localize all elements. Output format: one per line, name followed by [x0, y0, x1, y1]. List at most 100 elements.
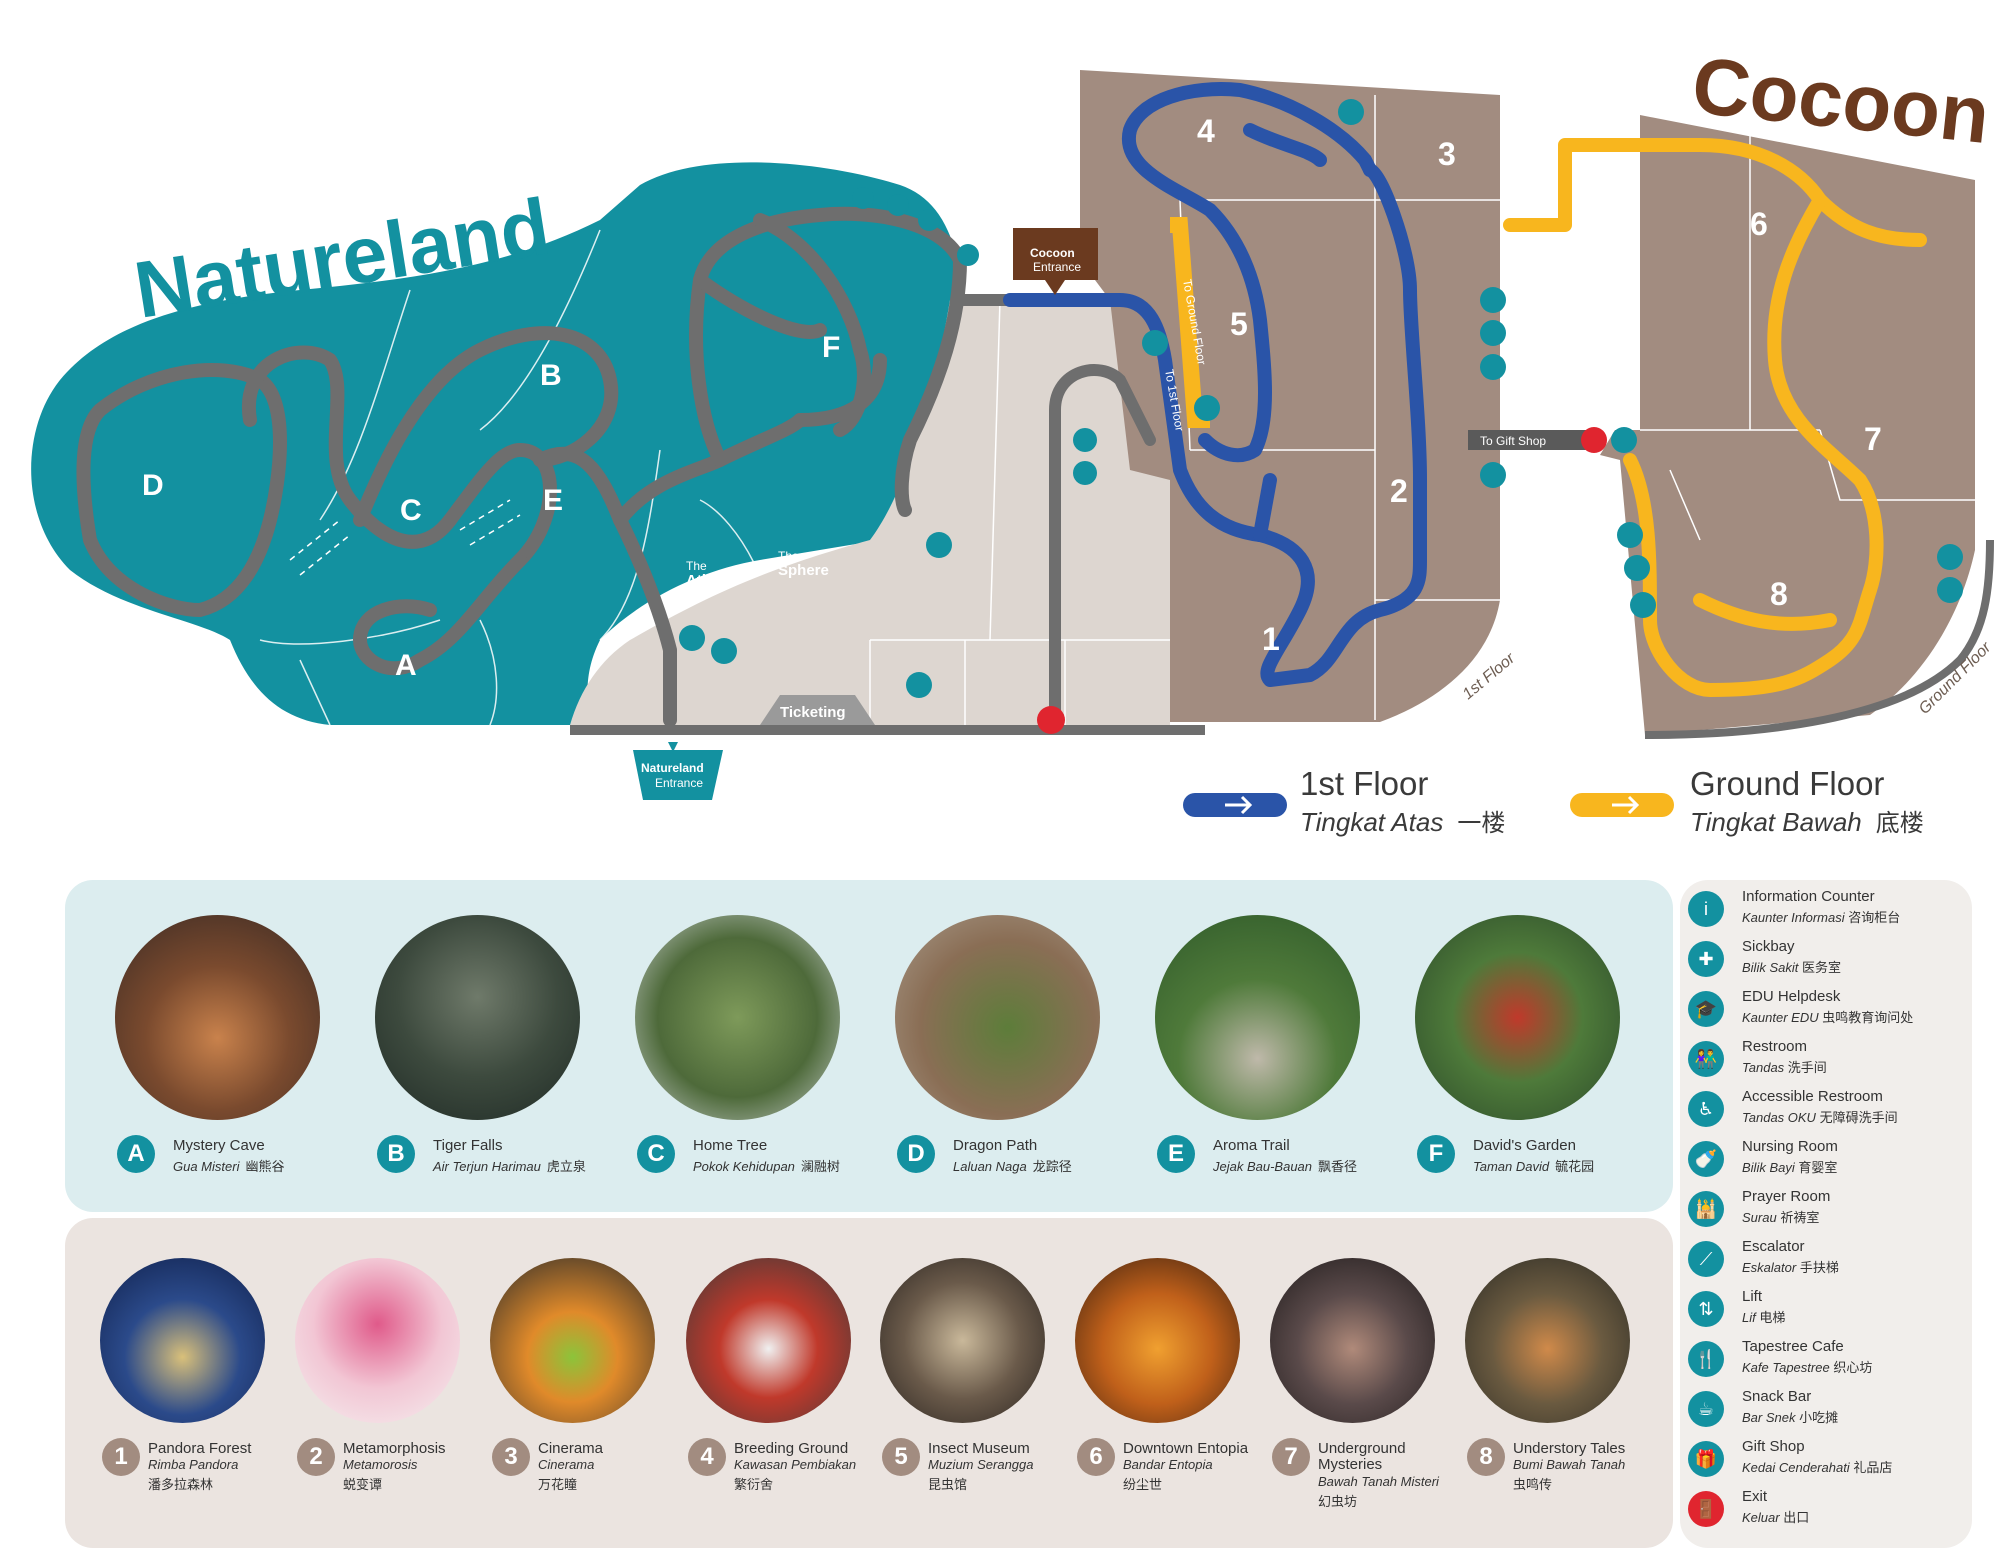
facilities-panel: [1680, 880, 1972, 1548]
lobby-center-corridor: [1049, 364, 1156, 731]
zone-label-2: 2: [1390, 473, 1408, 509]
attraction-cn: 纷尘世: [1123, 1477, 1163, 1492]
exit-icon: 🚪: [1688, 1491, 1724, 1527]
attraction-cn: 潘多拉森林: [148, 1477, 214, 1492]
facility-name: Lift: [1742, 1288, 1763, 1305]
cocoon-ground-dividers: [1640, 115, 1975, 541]
first-floor-legend-title: 1st Floor: [1300, 765, 1429, 802]
facility-malay: Keluar: [1742, 1510, 1780, 1525]
facility-cn: 医务室: [1801, 960, 1841, 975]
facility-malay-row: Tandas OKU 无障碍洗手间: [1742, 1107, 1898, 1126]
facility-exit: 🚪 Exit Keluar 出口: [1688, 1488, 1958, 1532]
facility-lift: ⇅ Lift Lif 电梯: [1688, 1288, 1958, 1332]
ground-floor-route: [1503, 138, 1927, 697]
facility-malay-row: Bar Snek 小吃摊: [1742, 1407, 1838, 1426]
attraction-badge: 3: [492, 1438, 530, 1476]
facility-malay-row: Kaunter Informasi 咨询柜台: [1742, 907, 1900, 926]
attraction-badge: 7: [1272, 1438, 1310, 1476]
facility-malay: Tandas OKU: [1742, 1110, 1816, 1125]
facility-malay-row: Keluar 出口: [1742, 1507, 1809, 1526]
first-floor-route: [1003, 82, 1427, 687]
davids-garden-photo: [1415, 915, 1620, 1120]
attraction-malay: Bawah Tanah Misteri: [1318, 1474, 1439, 1489]
ticketing-tab: [760, 695, 875, 725]
facility-name: Restroom: [1742, 1038, 1808, 1055]
ground-floor-swatch-arrow: [1612, 795, 1640, 815]
facility-cn: 织心坊: [1833, 1360, 1873, 1375]
attraction-name: Cinerama: [538, 1440, 604, 1457]
natureland-entrance-pin: [633, 750, 723, 800]
to-gift-shop-label: To Gift Shop: [1480, 434, 1546, 448]
attraction-malay: Air Terjun Harimau: [433, 1159, 541, 1174]
natureland-attractions-panel: [65, 880, 1673, 1212]
pandora-forest-photo: [100, 1258, 265, 1423]
facility-snack-bar: ☕ Snack Bar Bar Snek 小吃摊: [1688, 1388, 1958, 1432]
cocoon-entrance-line1: Cocoon: [1030, 246, 1075, 260]
attraction-malay: Bumi Bawah Tanah: [1513, 1457, 1626, 1472]
attraction-name-line2: Mysteries: [1318, 1456, 1383, 1473]
attraction-name: Aroma Trail: [1213, 1137, 1290, 1154]
facility-malay-row: Kedai Cenderahati 礼品店: [1742, 1457, 1892, 1476]
attraction-badge: A: [117, 1135, 155, 1173]
attraction-badge: 1: [102, 1438, 140, 1476]
attraction-badge: 2: [297, 1438, 335, 1476]
attraction-malay: Kawasan Pembiakan: [734, 1457, 857, 1472]
facility-cn: 育婴室: [1798, 1160, 1838, 1175]
attraction-cn: 幽熊谷: [245, 1159, 285, 1174]
facility-name: Tapestree Cafe: [1742, 1338, 1844, 1355]
facility-malay: Kaunter EDU: [1742, 1010, 1819, 1025]
ground-floor-edge-line: [1644, 539, 1994, 739]
facility-cn: 咨询柜台: [1848, 910, 1901, 925]
facility-name: Accessible Restroom: [1742, 1088, 1883, 1105]
cocoon-ground-floor-area: [1600, 115, 1975, 735]
facility-information-counter: i Information Counter Kaunter Informasi …: [1688, 888, 1958, 932]
first-floor-legend-malay: Tingkat Atas: [1300, 807, 1444, 837]
breeding-ground-photo: [686, 1258, 851, 1423]
attraction-badge: B: [377, 1135, 415, 1173]
natureland-trails: [76, 206, 967, 727]
facility-name: EDU Helpdesk: [1742, 988, 1841, 1005]
attraction-badge: C: [637, 1135, 675, 1173]
atlas-label: Atlas: [686, 572, 723, 589]
facility-malay: Kafe Tapestree: [1742, 1360, 1830, 1375]
facility-malay: Kaunter Informasi: [1742, 910, 1845, 925]
cocoon-entrance-line2: Entrance: [1033, 260, 1081, 274]
understory-tales-photo: [1465, 1258, 1630, 1423]
facility-malay: Bar Snek: [1742, 1410, 1796, 1425]
facility-edu-helpdesk: 🎓 EDU Helpdesk Kaunter EDU 虫鸣教育询问处: [1688, 988, 1958, 1032]
zone-label-e: E: [543, 484, 563, 517]
home-tree-photo: [635, 915, 840, 1120]
facility-malay-row: Bilik Bayi 育婴室: [1742, 1157, 1837, 1176]
facility-malay-row: Kaunter EDU 虫鸣教育询问处: [1742, 1007, 1913, 1026]
attraction-name: David's Garden: [1473, 1137, 1576, 1154]
zone-label-3: 3: [1438, 136, 1456, 172]
facility-gift-shop: 🎁 Gift Shop Kedai Cenderahati 礼品店: [1688, 1438, 1958, 1482]
zone-label-4: 4: [1197, 113, 1215, 149]
aroma-trail-photo: [1155, 915, 1360, 1120]
attraction-cn: 毓花园: [1555, 1159, 1595, 1174]
attraction-badge: 8: [1467, 1438, 1505, 1476]
facility-malay-row: Tandas 洗手间: [1742, 1057, 1827, 1076]
natureland-entrance-line2: Entrance: [655, 776, 703, 790]
zone-label-6: 6: [1750, 206, 1768, 242]
facility-cn: 出口: [1783, 1510, 1810, 1525]
lobby-dividers: [869, 299, 1170, 725]
facility-malay-row: Eskalator 手扶梯: [1742, 1257, 1839, 1276]
attraction-cn: 飘香径: [1318, 1159, 1358, 1174]
attraction-cn: 蜕变谭: [343, 1477, 383, 1492]
facility-cn: 无障碍洗手间: [1819, 1110, 1898, 1125]
tapestree-cafe-icon: 🍴: [1688, 1341, 1724, 1377]
facility-malay: Eskalator: [1742, 1260, 1797, 1275]
ground-floor-legend-cn: 底楼: [1875, 810, 1924, 837]
attraction-malay: Bandar Entopia: [1123, 1457, 1213, 1472]
mystery-cave-photo: [115, 915, 320, 1120]
underground-mysteries-photo: [1270, 1258, 1435, 1423]
attraction-badge: E: [1157, 1135, 1195, 1173]
atlas-small-label: The: [686, 559, 707, 573]
attraction-cn: 幻虫坊: [1318, 1494, 1358, 1509]
facility-sickbay: ✚ Sickbay Bilik Sakit 医务室: [1688, 938, 1958, 982]
